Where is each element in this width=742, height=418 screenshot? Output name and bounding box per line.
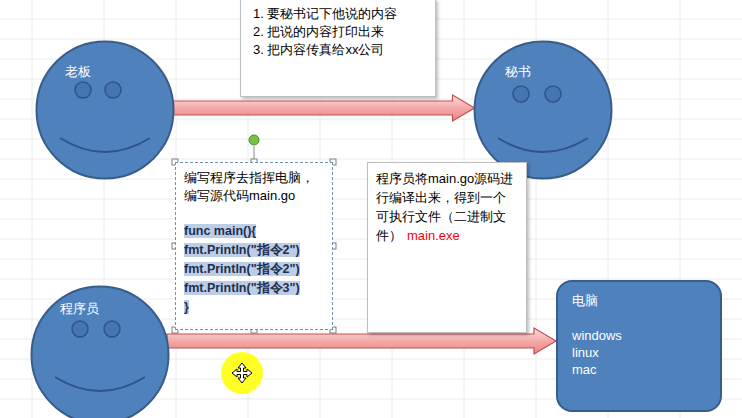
code-line: fmt.Println("指令2")	[184, 262, 300, 276]
note-box: 程序员将main.go源码进行编译出来，得到一个可执行文件（二进制文件）main…	[367, 162, 527, 333]
person-label: 秘书	[505, 63, 531, 81]
person-circle: 老板	[35, 40, 175, 180]
list-item: 1. 要秘书记下他说的内容	[253, 5, 427, 23]
face-smile	[55, 377, 145, 391]
person-label: 老板	[65, 63, 91, 81]
face-smile	[60, 138, 150, 152]
os-name: mac	[572, 361, 708, 378]
face-circle	[37, 42, 174, 179]
description-text: 编写程序去指挥电脑，编写源代码main.go	[184, 169, 324, 205]
face-circle	[475, 42, 612, 179]
note-box: 1. 要秘书记下他说的内容2. 把说的内容打印出来3. 把内容传真给xx公司	[240, 0, 436, 97]
selection-handles	[172, 135, 336, 333]
mouse-cursor	[221, 352, 263, 394]
cursor-highlight	[221, 352, 263, 394]
file-name: main.exe	[407, 228, 460, 243]
os-name: linux	[572, 344, 708, 361]
code-textbox: 编写程序去指挥电脑，编写源代码main.go func main(){ fmt.Pr…	[175, 162, 333, 330]
face-shape	[473, 40, 613, 180]
face-shape	[35, 40, 175, 180]
list-item: 3. 把内容传真给xx公司	[253, 41, 427, 59]
list-item: 2. 把说的内容打印出来	[253, 23, 427, 41]
face-eye	[545, 86, 561, 102]
person-circle: 秘书	[473, 40, 613, 180]
code-line: func main(){	[184, 224, 256, 238]
person-label: 程序员	[60, 300, 99, 318]
code-line: }	[184, 300, 189, 314]
box-title: 电脑	[572, 292, 708, 309]
computer-box: 电脑 windowslinuxmac	[556, 280, 722, 412]
face-shape	[30, 285, 170, 418]
face-eye	[75, 82, 91, 98]
face-eye	[105, 82, 121, 98]
face-eye	[72, 321, 88, 337]
rotate-handle	[249, 135, 259, 145]
code-line: fmt.Println("指令3")	[184, 281, 300, 295]
face-circle	[32, 287, 169, 418]
face-eye	[513, 86, 529, 102]
os-name: windows	[572, 327, 708, 344]
face-smile	[498, 138, 588, 152]
resize-handles	[172, 159, 336, 333]
face-eye	[104, 321, 120, 337]
block-arrow	[173, 95, 474, 121]
code-line: fmt.Println("指令2")	[184, 243, 300, 257]
move-cursor	[232, 363, 252, 383]
person-circle: 程序员	[30, 285, 170, 418]
